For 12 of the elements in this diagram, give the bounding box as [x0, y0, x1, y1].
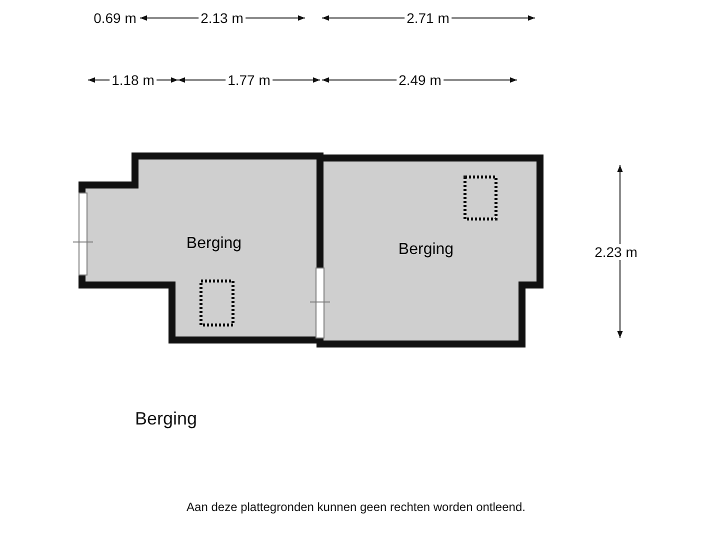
dimension-label: 1.18 m: [110, 72, 156, 88]
room-label: Berging: [398, 241, 454, 259]
disclaimer-text: Aan deze plattegronden kunnen geen rechten worden ontleend.: [184, 500, 528, 514]
dimension-label: 1.77 m: [226, 72, 272, 88]
room-label: Berging: [186, 235, 242, 253]
dimension-label: 2.23 m: [592, 244, 640, 260]
room-outline: [316, 154, 544, 348]
dimension-label: 2.13 m: [198, 10, 246, 26]
dimension-label: 2.49 m: [396, 72, 444, 88]
dimension-label: 2.71 m: [404, 10, 452, 26]
room-outline: [78, 152, 324, 344]
dimension-label: 0.69 m: [92, 10, 138, 26]
